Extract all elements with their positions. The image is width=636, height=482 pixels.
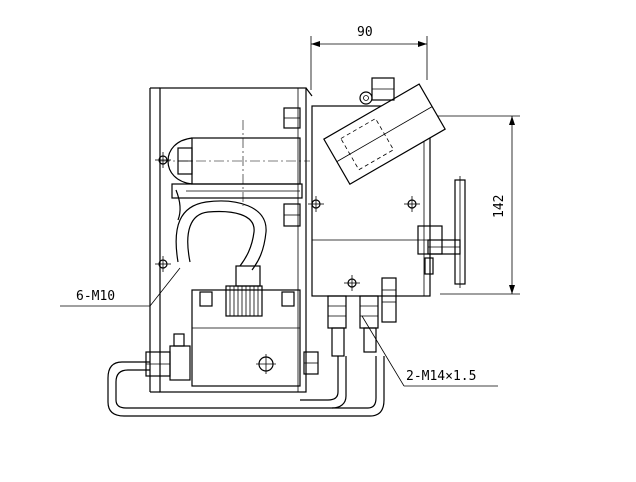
callout-6-m10-label: 6-M10 [76, 289, 115, 304]
angled-valve [323, 83, 446, 185]
dimension-142-label: 142 [492, 195, 507, 218]
dimension-90-label: 90 [357, 25, 373, 40]
hole-marks [155, 152, 420, 291]
port-fittings [327, 277, 397, 357]
callout-2-m14: 2-M14×1.5 [361, 315, 498, 387]
drain-pipe [107, 356, 385, 417]
suction-filter [225, 265, 263, 317]
dimension-90: 90 [310, 25, 428, 90]
mounting-plate [149, 87, 313, 393]
motor [160, 120, 310, 206]
valve-cap-nut [359, 77, 395, 105]
callout-6-m10: 6-M10 [60, 267, 181, 307]
bolt-heads [283, 107, 319, 375]
hose [175, 189, 267, 271]
callout-2-m14-label: 2-M14×1.5 [406, 369, 476, 384]
reservoir [191, 289, 301, 387]
tee-fitting [145, 333, 191, 381]
dimension-142: 142 [430, 115, 520, 295]
